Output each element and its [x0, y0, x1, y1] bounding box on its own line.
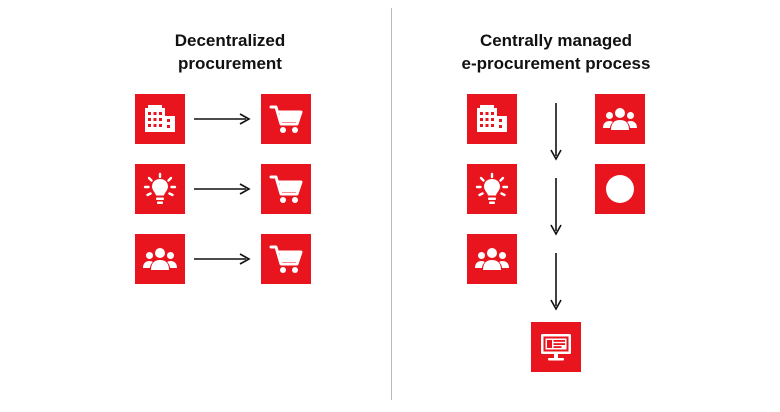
- lightbulb-icon-tile: [135, 164, 185, 214]
- users-icon-tile: [135, 234, 185, 284]
- circle-icon: [606, 175, 634, 203]
- users-icon-tile: [467, 234, 517, 284]
- lightbulb-icon: [475, 172, 509, 204]
- building-icon-tile: [467, 94, 517, 144]
- title-line-2: procurement: [178, 54, 282, 73]
- lightbulb-icon: [143, 172, 177, 204]
- building-icon-tile: [135, 94, 185, 144]
- building-icon: [477, 105, 507, 132]
- decentralized-procurement-title: Decentralized procurement: [110, 29, 350, 75]
- monitor-icon: [541, 334, 571, 361]
- shopping-cart-icon-tile: [261, 164, 311, 214]
- shopping-cart-icon: [269, 245, 303, 273]
- title-line-1: Decentralized: [174, 31, 286, 50]
- flow-arrow: [194, 253, 251, 265]
- shopping-cart-icon-tile: [261, 234, 311, 284]
- shopping-cart-icon: [269, 105, 303, 133]
- centrally-managed-procurement-title: Centrally managed e-procurement process: [416, 29, 696, 75]
- title-line-1: Centrally managed: [479, 31, 633, 50]
- section-divider: [391, 8, 392, 400]
- flow-arrow: [550, 178, 562, 236]
- title-line-2: e-procurement process: [461, 54, 651, 73]
- users-icon: [603, 108, 637, 130]
- users-icon: [143, 248, 177, 270]
- flow-arrow: [194, 113, 251, 125]
- flow-arrow: [194, 183, 251, 195]
- circle-icon-tile: [595, 164, 645, 214]
- lightbulb-icon-tile: [467, 164, 517, 214]
- users-icon-tile: [595, 94, 645, 144]
- users-icon: [475, 248, 509, 270]
- shopping-cart-icon-tile: [261, 94, 311, 144]
- building-icon: [145, 105, 175, 132]
- flow-arrow: [550, 253, 562, 311]
- flow-arrow: [550, 103, 562, 161]
- monitor-icon-tile: [531, 322, 581, 372]
- shopping-cart-icon: [269, 175, 303, 203]
